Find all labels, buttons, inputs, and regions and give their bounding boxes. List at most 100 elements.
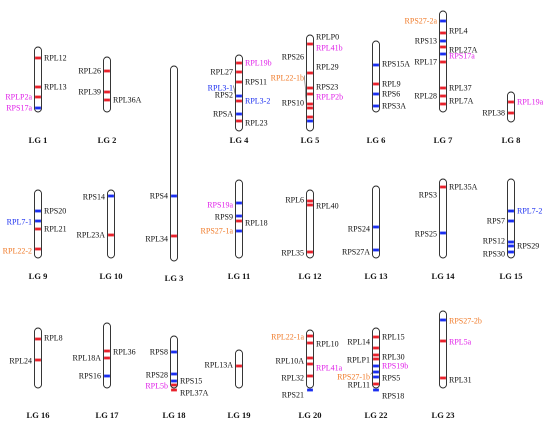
lg-13-band-rps24 — [373, 225, 379, 229]
gene-label-rpl41a: RPL41a — [316, 364, 343, 373]
lg-7-band-rps13 — [440, 39, 446, 43]
lg-15-band-rps12 — [508, 240, 514, 244]
lg-8-band-rpl38 — [508, 111, 514, 115]
lg-19-label: LG 19 — [228, 410, 251, 420]
gene-label-rpl36a: RPL36A — [113, 96, 142, 105]
gene-label-rpl3-1: RPL3-1 — [208, 84, 233, 93]
gene-label-rpl37: RPL37 — [449, 84, 472, 93]
gene-label-rps15a: RPS15A — [382, 60, 410, 69]
lg-4-band-rpl19b — [236, 61, 242, 65]
lg-2-band-rpl36a — [104, 98, 110, 102]
gene-label-rpl6: RPL6 — [285, 196, 304, 205]
gene-label-rps17a: RPS17a — [6, 104, 32, 113]
lg-4-band-rps2 — [236, 99, 242, 103]
lg-22-band-rpl15 — [373, 335, 379, 339]
lg-23-band-rpl5a — [440, 339, 446, 343]
gene-label-rpl28: RPL28 — [414, 92, 437, 101]
gene-label-rpl8: RPL8 — [44, 334, 63, 343]
lg-11-band-rps9 — [236, 214, 242, 218]
lg-19-chromosome — [235, 349, 243, 389]
lg-15-band-rps7 — [508, 219, 514, 223]
lg-22-label: LG 22 — [365, 410, 388, 420]
gene-label-rps27a: RPS27A — [342, 248, 370, 257]
lg-5-band-rps26 — [307, 86, 313, 90]
gene-label-rps27-1b: RPS27-1b — [337, 373, 370, 382]
gene-label-rps20: RPS20 — [44, 207, 66, 216]
gene-label-rps19b: RPS19b — [382, 362, 408, 371]
gene-label-rps4: RPS4 — [150, 192, 168, 201]
lg-7-band-rps27-2a — [440, 19, 446, 23]
lg-1-chromosome — [34, 46, 42, 113]
gene-label-rps17a: RPS17a — [449, 52, 475, 61]
lg-4-band-rps11 — [236, 80, 242, 84]
lg-6-label: LG 6 — [367, 135, 386, 145]
gene-label-rpl26: RPL26 — [78, 67, 101, 76]
lg-12-band-rpl35 — [307, 250, 313, 254]
gene-label-rps30: RPS30 — [483, 250, 505, 259]
gene-label-rps12: RPS12 — [483, 237, 505, 246]
gene-label-rps18: RPS18 — [382, 392, 404, 401]
lg-10-band-rps14 — [108, 194, 114, 198]
lg-19-band-rpl13a — [236, 364, 242, 368]
gene-label-rps28: RPS28 — [146, 371, 168, 380]
gene-label-rps25: RPS25 — [415, 230, 437, 239]
lg-1-band-rps17a — [35, 106, 41, 110]
lg-18-label: LG 18 — [163, 410, 186, 420]
gene-label-rpl19b: RPL19b — [245, 59, 272, 68]
gene-label-rpl32: RPL32 — [281, 374, 304, 383]
lg-3-band-rps4 — [171, 194, 177, 198]
gene-label-rpl36: RPL36 — [113, 348, 136, 357]
lg-1-label: LG 1 — [29, 135, 48, 145]
lg-18-band-rps28 — [171, 372, 177, 376]
lg-12-band-rpl40 — [307, 203, 313, 207]
lg-17-band-rpl36 — [104, 349, 110, 353]
gene-label-rps21: RPS21 — [282, 391, 304, 400]
lg-15-label: LG 15 — [500, 271, 523, 281]
gene-label-rps29: RPS29 — [517, 242, 539, 251]
lg-13-band-rps27a — [373, 248, 379, 252]
gene-label-rplp2b: RPLP2b — [316, 93, 343, 102]
gene-label-rpl10a: RPL10A — [276, 357, 305, 366]
lg-7-band-rpl17 — [440, 60, 446, 64]
lg-1-band-rpl13 — [35, 85, 41, 89]
lg-18-band-rps15 — [171, 379, 177, 383]
gene-label-rpl27: RPL27 — [210, 68, 233, 77]
lg-5-band-rps10 — [307, 119, 313, 123]
lg-16-band-rpl24 — [35, 358, 41, 362]
lg-17-chromosome — [103, 322, 111, 389]
lg-4-label: LG 4 — [230, 135, 249, 145]
gene-label-rpl5a: RPL5a — [449, 338, 472, 347]
lg-3-band-rpl34 — [171, 234, 177, 238]
lg-4-band-rpl3-2 — [236, 112, 242, 116]
gene-label-rps2: RPS2 — [215, 91, 233, 100]
lg-11-label: LG 11 — [228, 271, 250, 281]
lg-10-label: LG 10 — [100, 271, 123, 281]
lg-13-chromosome — [372, 185, 380, 259]
gene-label-rps16: RPS16 — [79, 372, 101, 381]
lg-3-chromosome — [170, 65, 178, 262]
lg-14-chromosome — [439, 178, 447, 259]
gene-label-rpl40: RPL40 — [316, 202, 339, 211]
gene-label-rpl10: RPL10 — [316, 340, 339, 349]
lg-22-connector-rps27-1b — [370, 371, 373, 375]
lg-2-chromosome — [103, 56, 111, 113]
gene-label-rpl5b: RPL5b — [145, 382, 168, 391]
gene-label-rpl7a: RPL7A — [449, 97, 474, 106]
lg-16-label: LG 16 — [27, 410, 50, 420]
lg-23-band-rpl31 — [440, 376, 446, 380]
lg-4-band-rpl3-1 — [236, 94, 242, 98]
lg-18-band-rps8 — [171, 350, 177, 354]
lg-9-band-rpl7-1 — [35, 219, 41, 223]
lg-22-band-rpl30 — [373, 353, 379, 357]
lg-4-band-rpsa — [236, 119, 242, 123]
lg-7-band-rpl4 — [440, 31, 446, 35]
lg-9-band-rps20 — [35, 209, 41, 213]
lg-22-band-rps19b — [373, 364, 379, 368]
gene-label-rpl23a: RPL23A — [77, 231, 106, 240]
lg-22-band-rplp1 — [373, 357, 379, 361]
lg-12-band-rpl6 — [307, 199, 313, 203]
gene-label-rps13: RPS13 — [415, 37, 437, 46]
lg-15-band-rps29 — [508, 244, 514, 248]
gene-label-rps27-1a: RPS27-1a — [201, 227, 234, 236]
gene-label-rpl29: RPL29 — [316, 63, 339, 72]
